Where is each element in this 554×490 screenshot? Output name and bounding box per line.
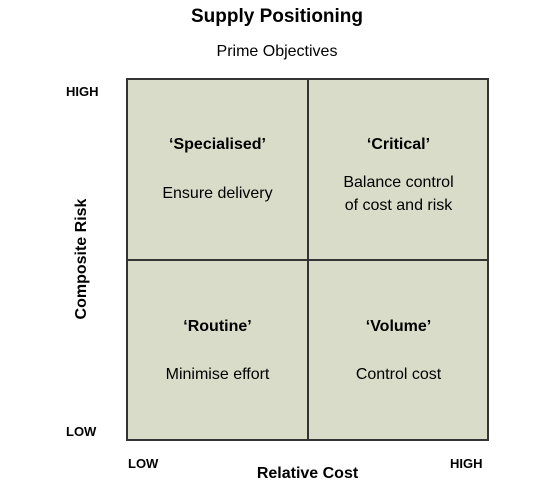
y-axis-low-label: LOW bbox=[66, 424, 97, 439]
diagram-subtitle: Prime Objectives bbox=[216, 43, 338, 60]
quadrant-name: ‘Critical’ bbox=[366, 136, 431, 153]
quadrant-specialised: ‘Specialised’ Ensure delivery bbox=[128, 80, 307, 259]
diagram-title: Supply Positioning bbox=[190, 6, 364, 27]
quadrant-name: ‘Routine’ bbox=[183, 318, 252, 335]
x-axis-title: Relative Cost bbox=[256, 465, 359, 482]
quadrant-routine: ‘Routine’ Minimise effort bbox=[128, 261, 307, 440]
quadrant-name: ‘Specialised’ bbox=[169, 136, 266, 153]
quadrant-objective: Control cost bbox=[309, 363, 488, 386]
x-axis-low-label: LOW bbox=[128, 456, 159, 471]
objective-line: Control cost bbox=[355, 366, 442, 383]
quadrant-objective: Balance control of cost and risk bbox=[309, 171, 488, 217]
objective-line: Balance control bbox=[343, 174, 454, 191]
y-axis-high-label: HIGH bbox=[66, 84, 99, 99]
quadrant-objective: Minimise effort bbox=[128, 363, 307, 386]
objective-line: Minimise effort bbox=[165, 366, 270, 383]
quadrant-critical: ‘Critical’ Balance control of cost and r… bbox=[309, 80, 488, 259]
supply-positioning-matrix: ‘Specialised’ Ensure delivery ‘Critical’… bbox=[126, 78, 489, 441]
objective-line: of cost and risk bbox=[344, 197, 453, 214]
quadrant-name: ‘Volume’ bbox=[365, 318, 432, 335]
x-axis-high-label: HIGH bbox=[450, 456, 483, 471]
quadrant-objective: Ensure delivery bbox=[128, 182, 307, 205]
quadrant-volume: ‘Volume’ Control cost bbox=[309, 261, 488, 440]
y-axis-title-text: Composite Risk bbox=[73, 198, 90, 320]
vertical-divider bbox=[307, 80, 309, 439]
objective-line: Ensure delivery bbox=[162, 185, 273, 202]
